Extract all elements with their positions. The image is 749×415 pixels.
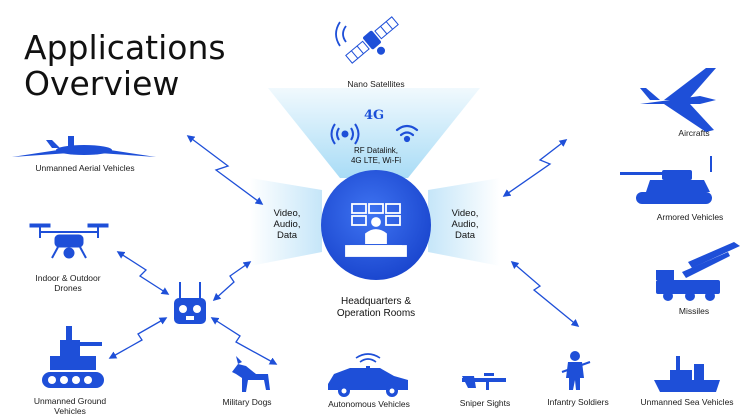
satellite-label: Nano Satellites	[347, 79, 405, 89]
autonomous-label: Autonomous Vehicles	[328, 399, 410, 409]
link-controller-hub	[212, 261, 252, 302]
hub-label: Headquarters & Operation Rooms	[316, 296, 436, 320]
ugv-label: Unmanned Ground Vehicles	[33, 396, 107, 415]
uav-label: Unmanned Aerial Vehicles	[35, 163, 135, 173]
link-ugv	[108, 317, 168, 359]
link-aircraft	[502, 139, 568, 197]
armored-label: Armored Vehicles	[656, 212, 724, 222]
flow-left-line-2: Audio,	[273, 219, 301, 230]
satellite-beam	[268, 88, 480, 178]
dogs-label: Military Dogs	[222, 397, 272, 407]
sniper-label: Sniper Sights	[459, 398, 511, 408]
link-uav	[186, 135, 264, 205]
link-types-line-1: RF Datalink,	[353, 146, 398, 155]
monitor-wall-icon	[345, 203, 407, 257]
link-infantry	[510, 260, 580, 327]
missile-launcher-icon	[656, 242, 740, 301]
car-icon	[328, 353, 408, 397]
remote-controller-icon	[174, 282, 206, 324]
jet-icon	[640, 68, 716, 132]
missiles-label: Missiles	[678, 306, 710, 316]
flow-left-line-1: Video,	[273, 208, 301, 219]
flow-right-line-1: Video,	[451, 208, 479, 219]
quadcopter-icon	[29, 223, 109, 259]
left-flow-beam	[250, 178, 322, 266]
link-types-line-2: 4G LTE, Wi-Fi	[350, 155, 402, 165]
title-line-2: Overview	[24, 64, 180, 103]
flow-right-line-3: Data	[454, 230, 476, 241]
rifle-icon	[462, 373, 506, 390]
page-title: Applications Overview	[24, 30, 226, 102]
wifi-icon	[395, 124, 419, 143]
aircraft-label: Aircrafts	[678, 128, 710, 138]
ground-robot-icon	[42, 326, 104, 388]
satellite-icon	[345, 16, 399, 64]
satellite-signal-icon	[335, 21, 347, 47]
sea-label: Unmanned Sea Vehicles	[640, 397, 734, 407]
link-lines	[108, 135, 580, 365]
uav-icon	[12, 136, 156, 157]
hub-label-line-2: Operation Rooms	[336, 308, 416, 319]
soldier-icon	[561, 351, 591, 390]
link-types-label: RF Datalink, 4G LTE, Wi-Fi	[336, 146, 416, 165]
boat-icon	[654, 356, 720, 392]
badge-4g: 4G	[364, 108, 385, 123]
hub-label-line-1: Headquarters &	[340, 296, 412, 307]
link-dogs	[210, 317, 278, 365]
tank-icon	[620, 156, 712, 204]
drones-label: Indoor & Outdoor Drones	[35, 273, 101, 293]
flow-right-line-2: Audio,	[451, 219, 479, 230]
link-drones	[116, 251, 170, 295]
flow-left-line-3: Data	[276, 230, 298, 241]
flow-right-label: Video, Audio, Data	[444, 208, 486, 241]
title-line-1: Applications	[24, 28, 226, 67]
right-flow-beam	[428, 178, 500, 266]
radio-signal-icon	[330, 123, 360, 145]
infantry-label: Infantry Soldiers	[547, 397, 609, 407]
dog-icon	[232, 356, 270, 392]
flow-left-label: Video, Audio, Data	[266, 208, 308, 241]
